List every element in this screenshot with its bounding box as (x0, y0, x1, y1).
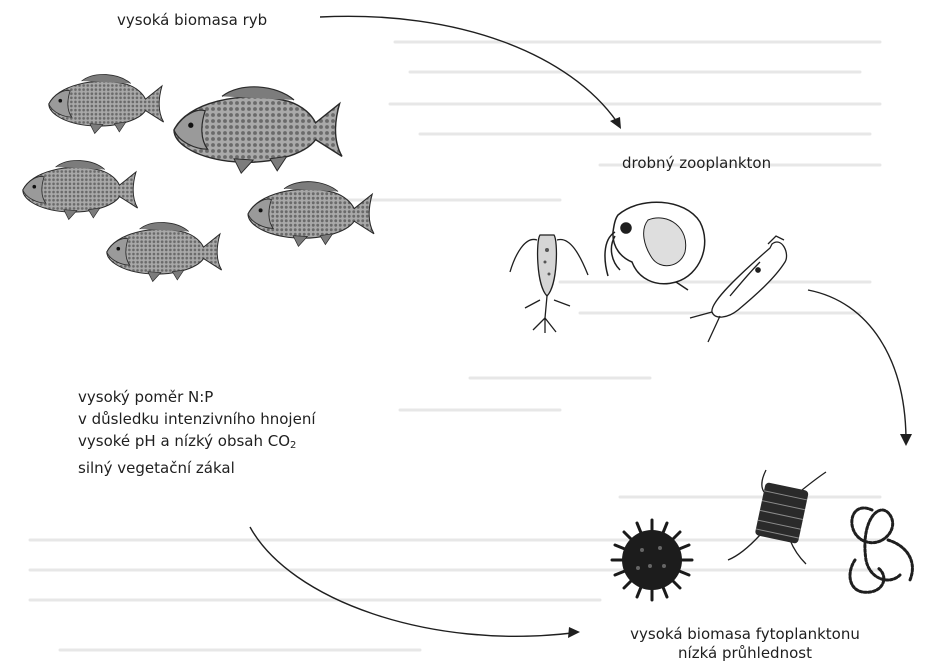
diatom-colony-icon (728, 470, 826, 564)
condition-line: vysoký poměr N:P (78, 386, 316, 408)
zooplankton-label: drobný zooplankton (622, 153, 771, 173)
phytoplankton-label: vysoká biomasa fytoplanktonu nízká průhl… (600, 625, 890, 663)
condition-line: silný vegetační zákal (78, 457, 316, 479)
condition-line: v důsledku intenzivního hnojení (78, 408, 316, 430)
co2-subscript: 2 (290, 440, 296, 451)
condition-line: vysoké pH a nízký obsah CO2 (78, 430, 316, 457)
conditions-label: vysoký poměr N:P v důsledku intenzivního… (78, 386, 316, 479)
phytoplankton-line: vysoká biomasa fytoplanktonu (600, 625, 890, 644)
phytoplankton-line: nízká průhlednost (600, 644, 890, 663)
pediastrum-icon (612, 520, 692, 600)
filamentous-cyanobacteria-icon (850, 508, 912, 592)
condition-line-text: vysoké pH a nízký obsah CO (78, 432, 290, 450)
fish-biomass-label: vysoká biomasa ryb (117, 10, 267, 30)
